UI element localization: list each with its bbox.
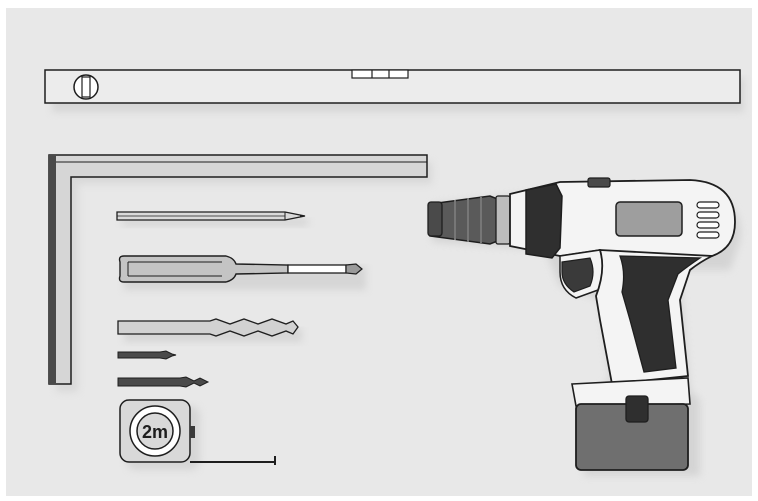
tape-measure-icon: 2m (119, 399, 276, 470)
screw-icon (117, 350, 210, 388)
tape-measure-label: 2m (142, 422, 168, 442)
cordless-drill-icon (427, 177, 741, 476)
screwdriver-icon (118, 255, 366, 290)
spirit-level-icon (44, 69, 744, 112)
square-ruler-icon (48, 154, 432, 392)
drill-bit-icon (117, 318, 302, 342)
pencil-icon (116, 211, 308, 226)
